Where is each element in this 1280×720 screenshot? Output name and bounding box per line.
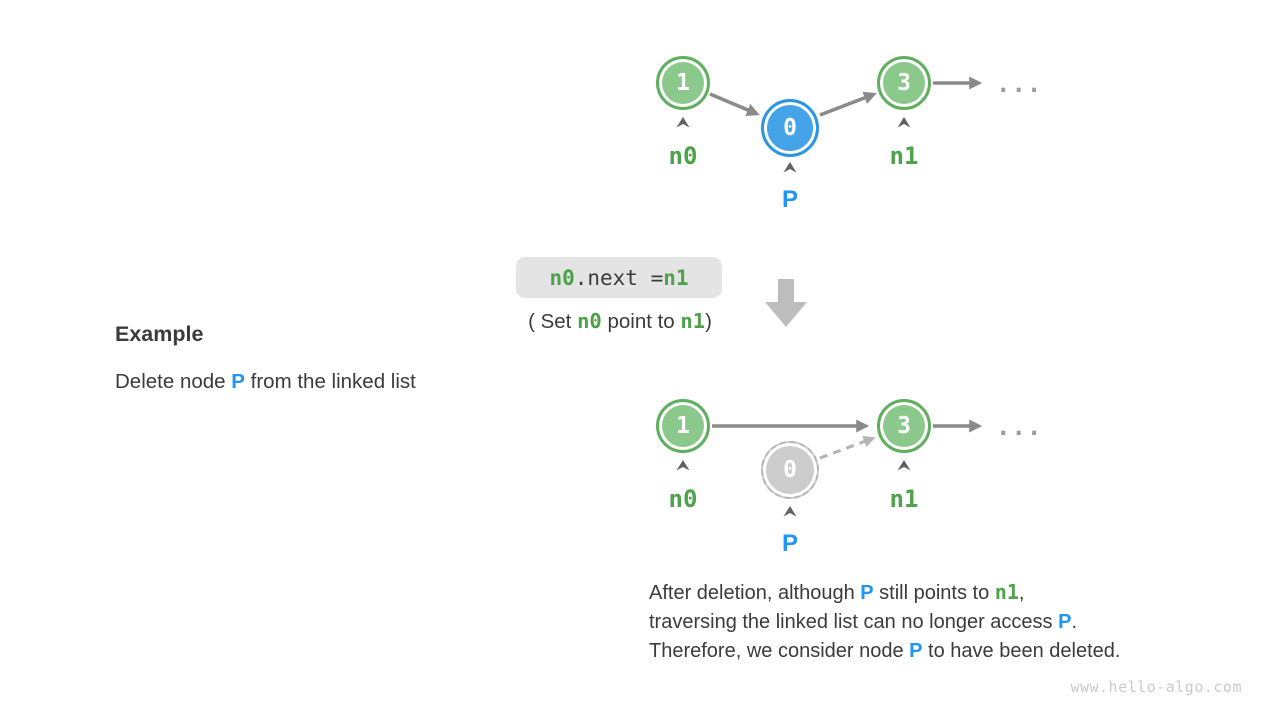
label-n0-before: n0	[668, 142, 698, 170]
node-before-1: 1	[656, 56, 710, 110]
arrow-n0-to-p	[709, 92, 760, 116]
big-down-arrow-icon	[765, 279, 807, 327]
node-after-1: 1	[656, 399, 710, 453]
watermark: www.hello-algo.com	[1070, 678, 1242, 696]
node-after-3: 3	[877, 399, 931, 453]
example-heading: Example	[115, 322, 204, 346]
dashed-arrow-p-to-n1	[819, 435, 876, 460]
pointer-caret-icon	[676, 117, 690, 128]
label-n1-before: n1	[889, 142, 919, 170]
explanation-line: Therefore, we consider node P to have be…	[649, 640, 1121, 662]
pointer-caret-icon	[897, 117, 911, 128]
code-statement: n0.next = n1	[516, 257, 722, 298]
ellipsis-after: ...	[996, 413, 1043, 441]
arrow-p-to-n1	[819, 91, 877, 117]
label-n1-after: n1	[889, 485, 919, 513]
example-description: Delete node P from the linked list	[115, 370, 416, 393]
explanation-line: traversing the linked list can no longer…	[649, 611, 1078, 633]
pointer-caret-icon	[783, 506, 797, 517]
ellipsis-before: ...	[996, 70, 1043, 98]
node-after-p-deleted: 0	[761, 441, 819, 499]
pointer-caret-icon	[676, 460, 690, 471]
label-p-after: P	[781, 530, 798, 557]
explanation-line: After deletion, although P still points …	[649, 580, 1025, 604]
label-p-before: P	[781, 186, 798, 213]
code-caption: ( Set n0 point to n1)	[528, 309, 712, 333]
explanation-paragraph: After deletion, although P still points …	[649, 578, 1120, 666]
pointer-caret-icon	[783, 162, 797, 173]
pointer-caret-icon	[897, 460, 911, 471]
node-before-p: 0	[761, 99, 819, 157]
node-before-3: 3	[877, 56, 931, 110]
label-n0-after: n0	[668, 485, 698, 513]
